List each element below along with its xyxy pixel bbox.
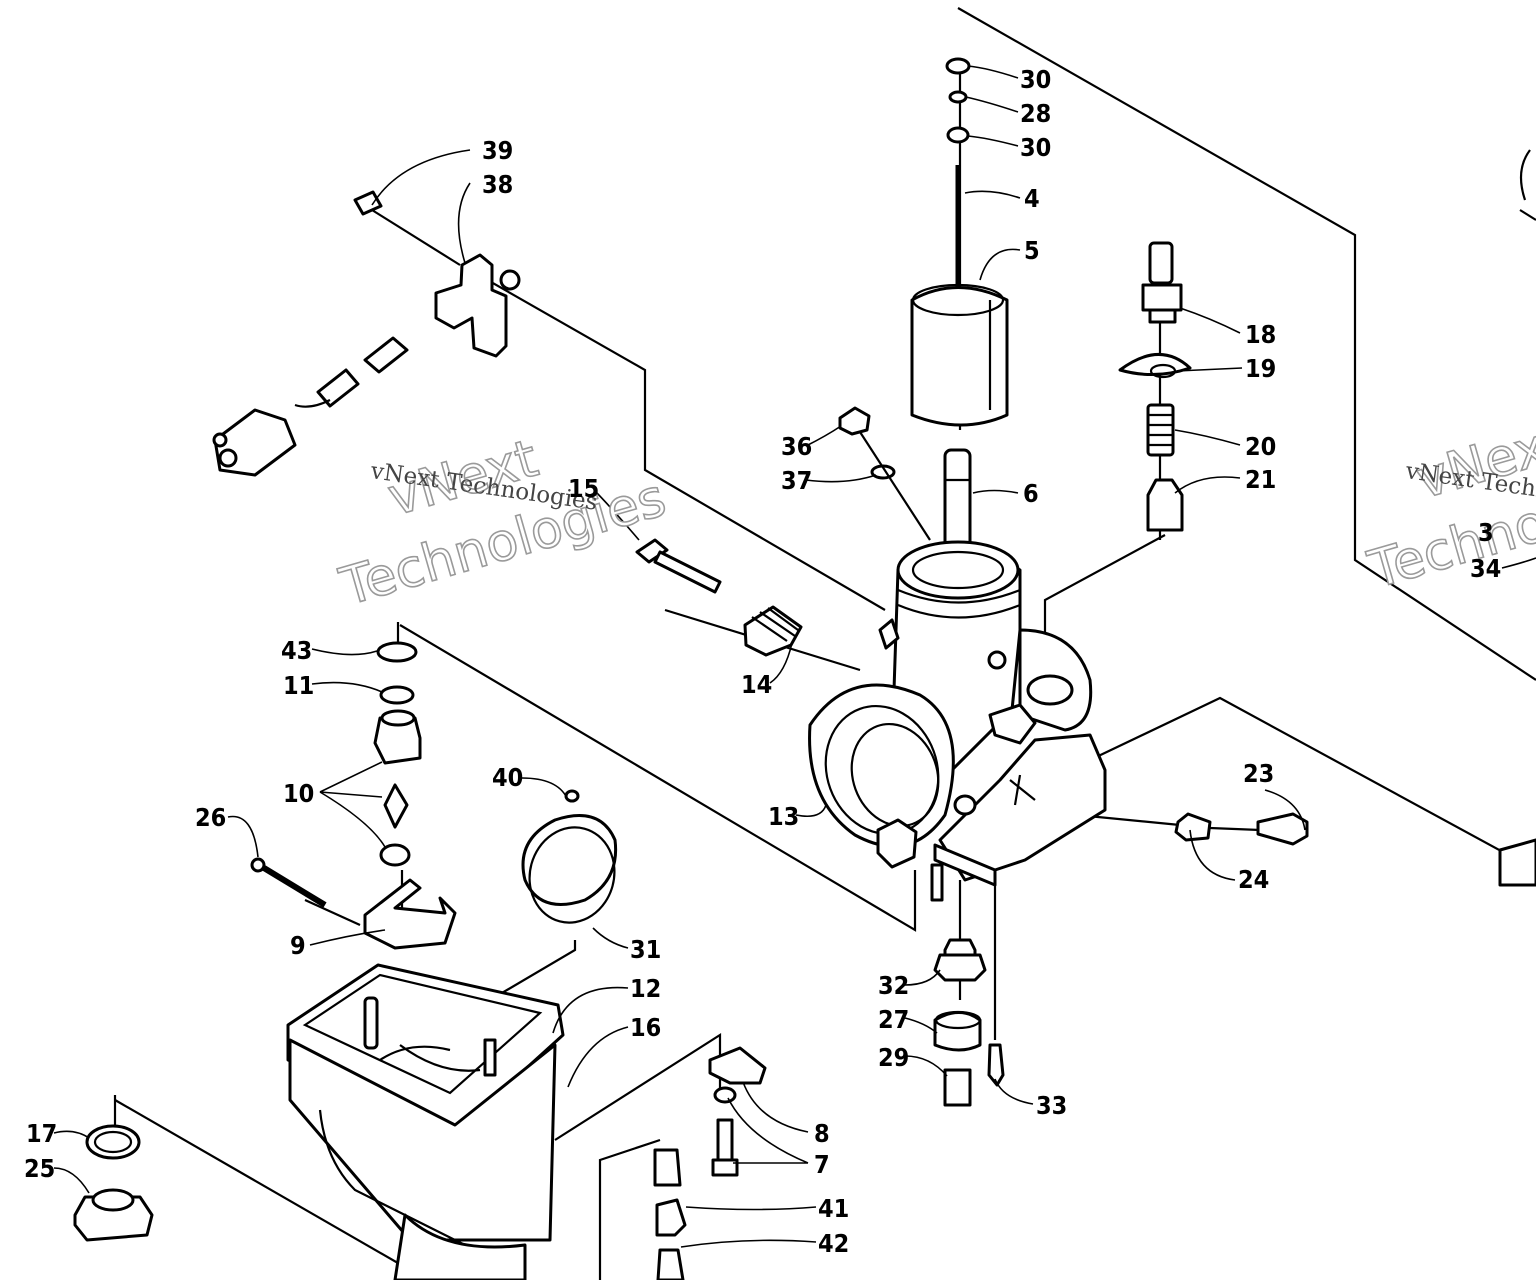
jet-parts	[653, 1046, 767, 1280]
starter-plunger	[1118, 241, 1192, 532]
callout-labels: 30 28 30 4 5 18 19 20 21 6 36 37 39 38 1…	[24, 65, 1501, 1258]
callout-38: 38	[482, 170, 513, 199]
callout-30: 30	[1020, 133, 1051, 162]
callout-12: 12	[630, 974, 661, 1003]
callout-11: 11	[283, 671, 314, 700]
throttle-position-sensor	[212, 190, 521, 477]
callout-10: 10	[283, 779, 314, 808]
callout-32: 32	[878, 971, 909, 1000]
callout-9: 9	[290, 931, 306, 960]
callout-4: 4	[1024, 184, 1040, 213]
callout-16: 16	[630, 1013, 661, 1042]
float	[521, 789, 618, 924]
callout-40: 40	[492, 763, 523, 792]
callout-39: 39	[482, 136, 513, 165]
right-fragment	[1498, 149, 1536, 887]
throttle-slide	[910, 283, 1009, 427]
callout-14: 14	[741, 670, 772, 699]
callout-23: 23	[1243, 759, 1274, 788]
callout-7: 7	[814, 1150, 830, 1179]
callout-24: 24	[1238, 865, 1269, 894]
callout-3: 3	[1478, 518, 1494, 547]
leader-lines	[53, 65, 1536, 1248]
callout-28: 28	[1020, 99, 1051, 128]
callout-17: 17	[26, 1119, 57, 1148]
bowl-drain-plug	[73, 1124, 154, 1242]
callout-21: 21	[1245, 465, 1276, 494]
main-jet-stack	[933, 938, 1005, 1107]
callout-37: 37	[781, 466, 812, 495]
callout-29: 29	[878, 1043, 909, 1072]
callout-30: 30	[1020, 65, 1051, 94]
carburetor-body	[808, 540, 1107, 902]
callout-42: 42	[818, 1229, 849, 1258]
jet-needle-stack	[945, 57, 971, 320]
needle-valve-stack	[373, 641, 422, 935]
callout-5: 5	[1024, 236, 1040, 265]
callout-36: 36	[781, 432, 812, 461]
callout-25: 25	[24, 1154, 55, 1183]
callout-15: 15	[568, 474, 599, 503]
callout-18: 18	[1245, 320, 1276, 349]
callout-8: 8	[814, 1119, 830, 1148]
callout-26: 26	[195, 803, 226, 832]
watermark-1: vNext Technologies	[333, 428, 673, 619]
callout-31: 31	[630, 935, 661, 964]
callout-13: 13	[768, 802, 799, 831]
callout-19: 19	[1245, 354, 1276, 383]
float-arm	[250, 857, 457, 950]
pilot-screw	[635, 538, 803, 657]
float-bowl	[286, 963, 565, 1280]
callout-20: 20	[1245, 432, 1276, 461]
callout-43: 43	[281, 636, 312, 665]
callout-41: 41	[818, 1194, 849, 1223]
idle-screw-parts	[838, 406, 931, 541]
idle-adjust-screw	[1174, 812, 1309, 846]
callout-34: 34	[1470, 554, 1501, 583]
callout-33: 33	[1036, 1091, 1067, 1120]
callout-27: 27	[878, 1005, 909, 1034]
callout-6: 6	[1023, 479, 1039, 508]
